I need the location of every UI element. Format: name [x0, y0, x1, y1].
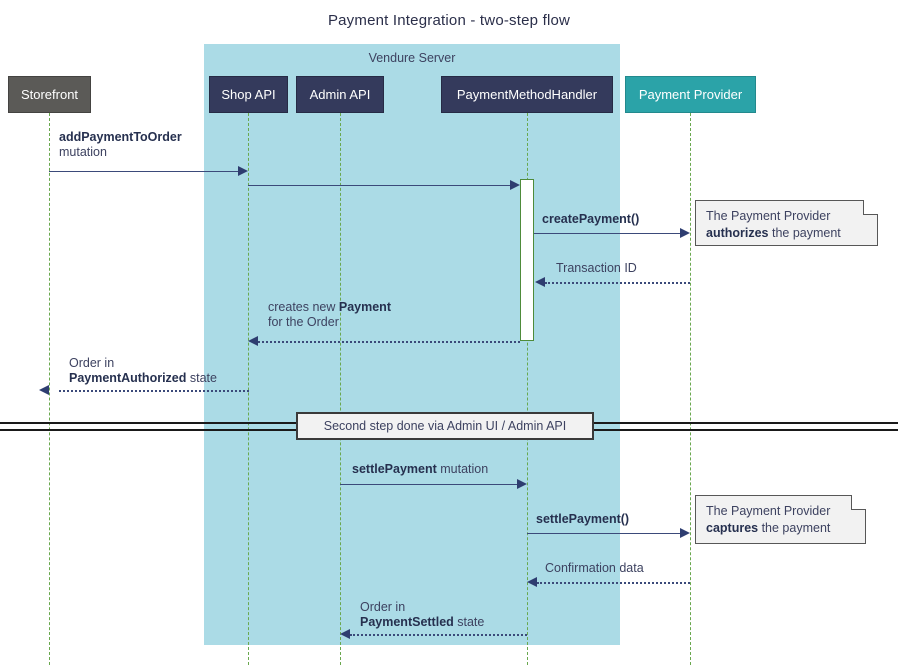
page-title: Payment Integration - two-step flow — [327, 12, 571, 29]
message-arrowhead-payment-settled — [340, 629, 350, 639]
message-label-plain-1: mutation — [59, 145, 107, 159]
lifeline-storefront — [49, 113, 50, 665]
divider-label: Second step done via Admin UI / Admin AP… — [323, 419, 567, 433]
message-arrowhead-create-payment — [680, 228, 690, 238]
message-label-plain-9: Confirmation data — [545, 561, 644, 575]
note-bold-2: captures — [706, 521, 759, 535]
activation-bar-handler — [520, 179, 534, 341]
participant-payment-provider[interactable]: Payment Provider — [625, 76, 756, 113]
message-label-bold-6: PaymentAuthorized — [69, 371, 187, 385]
message-line-confirmation-data — [537, 582, 690, 584]
participant-label-admin-api: Admin API — [309, 87, 371, 102]
group-label-vendure-server: Vendure Server — [368, 51, 456, 65]
message-arrowhead-add-payment-to-order — [238, 166, 248, 176]
note-line1-2: The Payment Provider — [706, 504, 831, 518]
message-label-plain-5b: for the Order — [268, 315, 339, 329]
note-line1-1: The Payment Provider — [706, 209, 831, 223]
lifeline-admin-api — [340, 113, 341, 665]
message-arrowhead-settle-payment-mutation — [517, 479, 527, 489]
participant-admin-api[interactable]: Admin API — [296, 76, 384, 113]
note-fold-corner-icon — [863, 200, 878, 215]
participant-label-storefront: Storefront — [20, 87, 79, 102]
lifeline-provider — [690, 113, 691, 665]
participant-label-payment-provider: Payment Provider — [638, 87, 743, 102]
message-label-payment-authorized: Order in PaymentAuthorized state — [69, 356, 217, 386]
message-line-payment-settled — [350, 634, 527, 636]
participant-label-shop-api: Shop API — [221, 87, 276, 102]
message-line-settle-payment-call — [527, 533, 680, 534]
message-label-bold-8: settlePayment() — [536, 512, 630, 526]
message-label-payment-settled: Order in PaymentSettled state — [360, 600, 484, 630]
message-line-settle-payment-mutation — [340, 484, 517, 485]
lifeline-handler — [527, 113, 528, 665]
message-label-add-payment-to-order: addPaymentToOrder mutation — [59, 130, 182, 160]
message-label-transaction-id: Transaction ID — [556, 261, 637, 276]
note-tail-2: the payment — [758, 521, 831, 535]
message-arrowhead-payment-authorized — [39, 385, 49, 395]
message-line-creates-new-payment — [258, 341, 520, 343]
message-arrowhead-shop-api-to-handler — [510, 180, 520, 190]
message-label-plain-4: Transaction ID — [556, 261, 637, 275]
message-line-create-payment — [534, 233, 680, 234]
lifeline-shop-api — [248, 113, 249, 665]
message-label-plain-6b: state — [186, 371, 217, 385]
message-label-settle-payment-call: settlePayment() — [536, 512, 629, 527]
message-line-shop-api-to-handler — [248, 185, 510, 186]
group-box-vendure-server — [204, 44, 620, 645]
message-arrowhead-creates-new-payment — [248, 336, 258, 346]
message-arrowhead-settle-payment-call — [680, 528, 690, 538]
participant-shop-api[interactable]: Shop API — [209, 76, 288, 113]
message-label-plain-5a: creates new — [268, 300, 339, 314]
message-arrowhead-confirmation-data — [527, 577, 537, 587]
message-label-bold-3: createPayment() — [542, 212, 640, 226]
message-label-bold-10: PaymentSettled — [360, 615, 454, 629]
message-arrowhead-transaction-id — [535, 277, 545, 287]
participant-storefront[interactable]: Storefront — [8, 76, 91, 113]
message-label-plain-10b: state — [453, 615, 485, 629]
message-label-create-payment: createPayment() — [542, 212, 639, 227]
note-provider-captures: The Payment Provider captures the paymen… — [695, 495, 866, 544]
message-label-plain-10a: Order in — [360, 600, 406, 614]
message-label-confirmation-data: Confirmation data — [545, 561, 644, 576]
note-bold-1: authorizes — [706, 226, 769, 240]
message-label-creates-new-payment: creates new Payment for the Order — [268, 300, 391, 330]
message-label-plain-7: mutation — [436, 462, 489, 476]
message-label-bold-7: settlePayment — [352, 462, 437, 476]
participant-payment-method-handler[interactable]: PaymentMethodHandler — [441, 76, 613, 113]
note-provider-authorizes: The Payment Provider authorizes the paym… — [695, 200, 878, 246]
divider-box-second-step: Second step done via Admin UI / Admin AP… — [296, 412, 594, 440]
note-fold-corner-icon-2 — [851, 495, 866, 510]
message-label-plain-6a: Order in — [69, 356, 115, 370]
message-line-transaction-id — [545, 282, 690, 284]
message-label-bold-1: addPaymentToOrder — [59, 130, 182, 144]
participant-label-payment-method-handler: PaymentMethodHandler — [456, 87, 598, 102]
message-label-bold-5: Payment — [338, 300, 391, 314]
message-label-settle-payment-mutation: settlePayment mutation — [352, 462, 488, 477]
message-line-payment-authorized — [59, 390, 249, 392]
message-line-add-payment-to-order — [49, 171, 239, 172]
note-tail-1: the payment — [768, 226, 841, 240]
